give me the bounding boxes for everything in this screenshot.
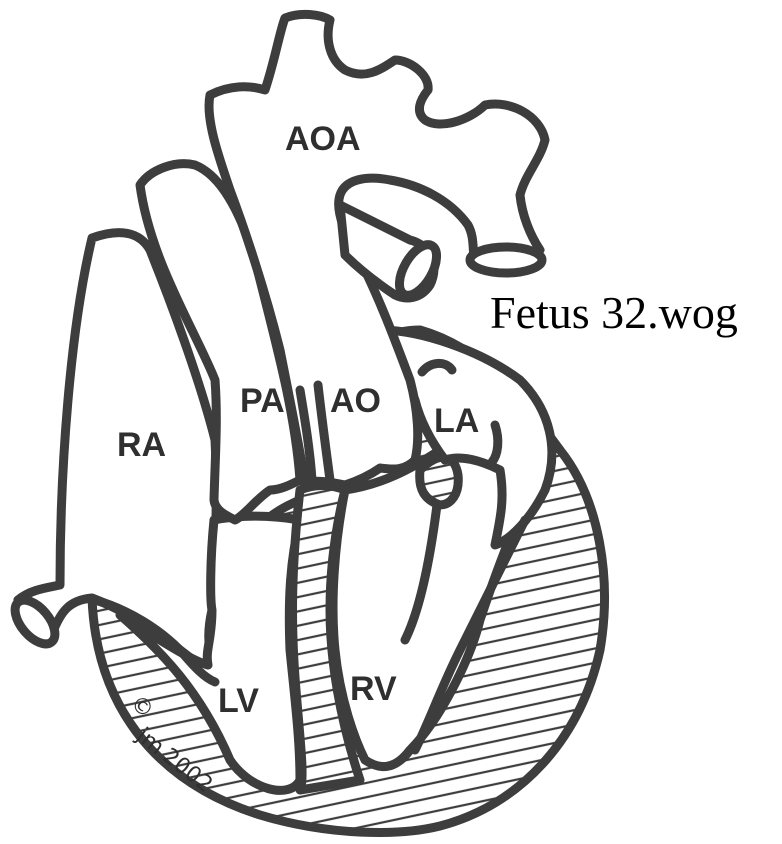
- label-aoa: AOA: [285, 120, 361, 158]
- label-ao: AO: [330, 382, 381, 420]
- aortic-branch-opening: [470, 247, 542, 273]
- label-pa: PA: [240, 382, 285, 420]
- label-la: LA: [434, 402, 479, 440]
- label-rv: RV: [350, 670, 397, 708]
- caption-text: Fetus 32.wog: [490, 286, 738, 339]
- left-atrium-wall: [420, 457, 459, 505]
- label-lv: LV: [218, 682, 259, 720]
- label-ra: RA: [117, 426, 166, 464]
